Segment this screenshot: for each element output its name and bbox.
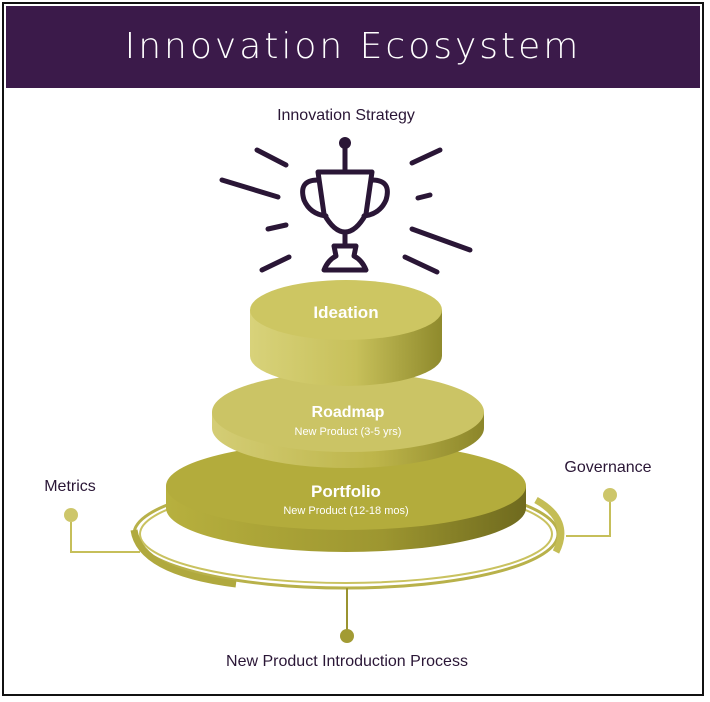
roadmap-tier: Roadmap New Product (3-5 yrs) bbox=[212, 372, 484, 468]
npi-connector bbox=[340, 588, 354, 643]
strategy-label: Innovation Strategy bbox=[277, 107, 415, 124]
ideation-tier: Ideation bbox=[250, 280, 442, 386]
page-title: Innovation Ecosystem bbox=[124, 26, 582, 67]
header-banner: Innovation Ecosystem bbox=[6, 6, 700, 88]
roadmap-subtitle: New Product (3-5 yrs) bbox=[295, 426, 402, 438]
trophy-icon bbox=[219, 137, 473, 275]
roadmap-title: Roadmap bbox=[312, 404, 385, 421]
governance-connector bbox=[566, 488, 617, 537]
npi-label: New Product Introduction Process bbox=[226, 653, 468, 670]
metrics-label: Metrics bbox=[44, 478, 96, 495]
portfolio-title: Portfolio bbox=[311, 482, 381, 501]
governance-label: Governance bbox=[564, 459, 651, 476]
portfolio-tier: Portfolio New Product (12-18 mos) bbox=[166, 442, 526, 552]
portfolio-subtitle: New Product (12-18 mos) bbox=[283, 505, 408, 517]
ideation-title: Ideation bbox=[313, 303, 378, 322]
metrics-connector bbox=[64, 508, 140, 553]
